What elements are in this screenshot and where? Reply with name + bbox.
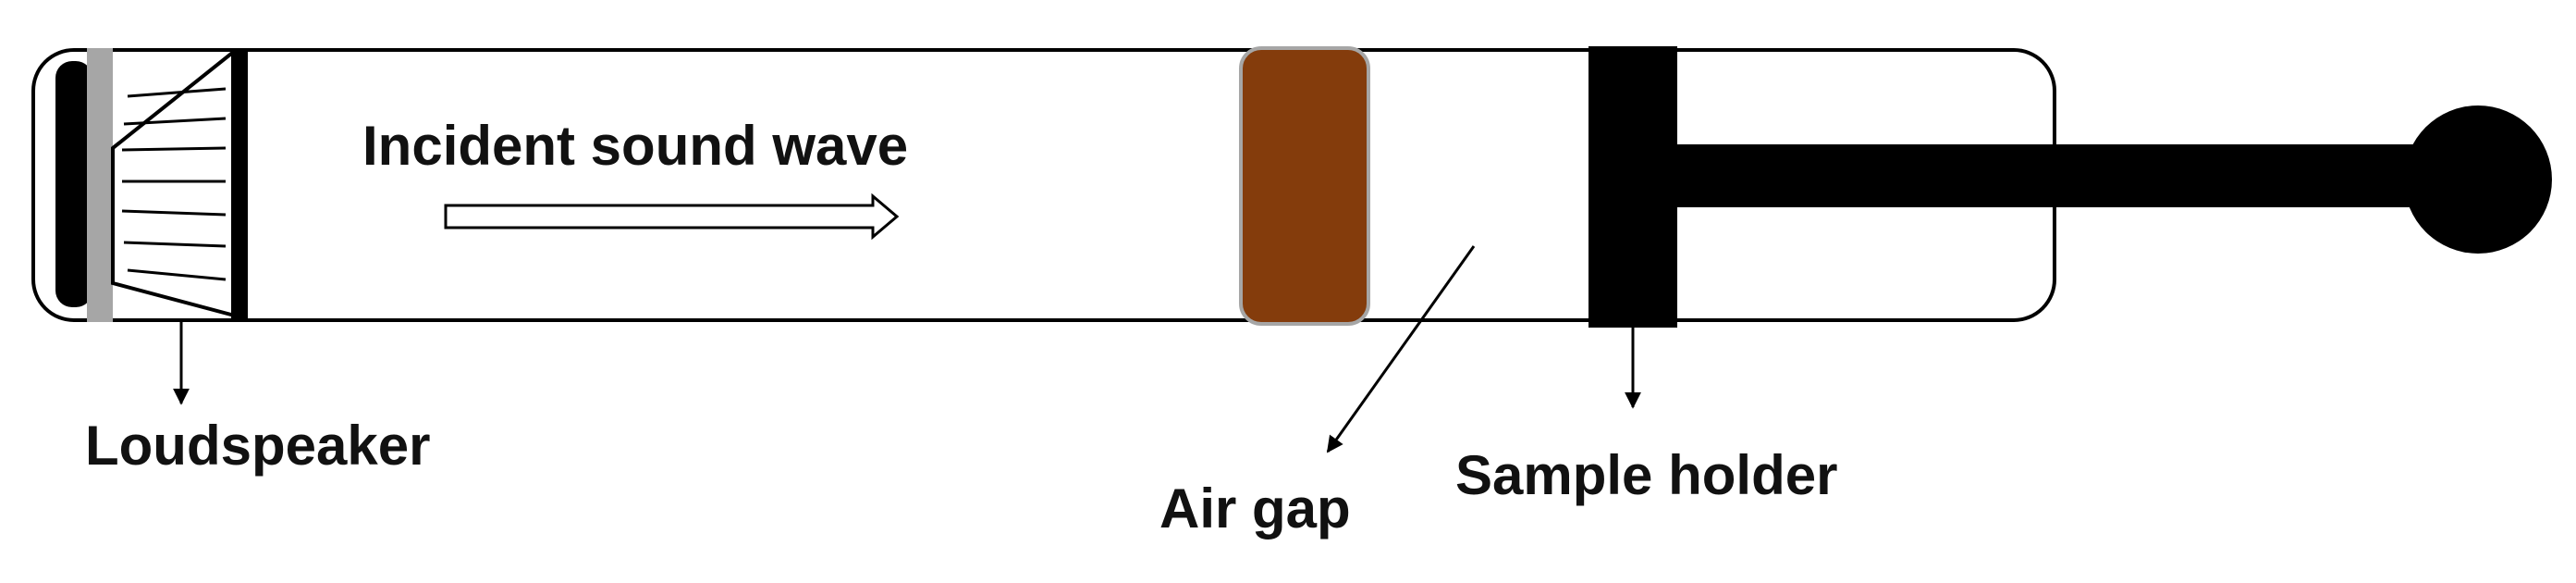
sample-holder-knob bbox=[2404, 105, 2552, 254]
air-gap-pointer-arrow bbox=[1326, 245, 1476, 453]
loudspeaker bbox=[55, 48, 248, 322]
loudspeaker-gasket bbox=[87, 48, 113, 322]
loudspeaker-magnet bbox=[55, 61, 92, 307]
loudspeaker-front-plate bbox=[231, 52, 248, 318]
sample bbox=[1239, 46, 1370, 326]
loudspeaker-label: Loudspeaker bbox=[85, 415, 430, 477]
sample-holder-rod bbox=[1674, 144, 2441, 207]
sample-holder-plate bbox=[1589, 46, 1677, 328]
sample-holder bbox=[1589, 46, 2552, 328]
air-gap-label: Air gap bbox=[1159, 478, 1351, 540]
incident-wave-arrow bbox=[444, 192, 900, 241]
loudspeaker-cone-lines bbox=[121, 87, 227, 281]
sample-holder-label: Sample holder bbox=[1455, 444, 1837, 506]
incident-sound-wave-label: Incident sound wave bbox=[362, 115, 908, 177]
